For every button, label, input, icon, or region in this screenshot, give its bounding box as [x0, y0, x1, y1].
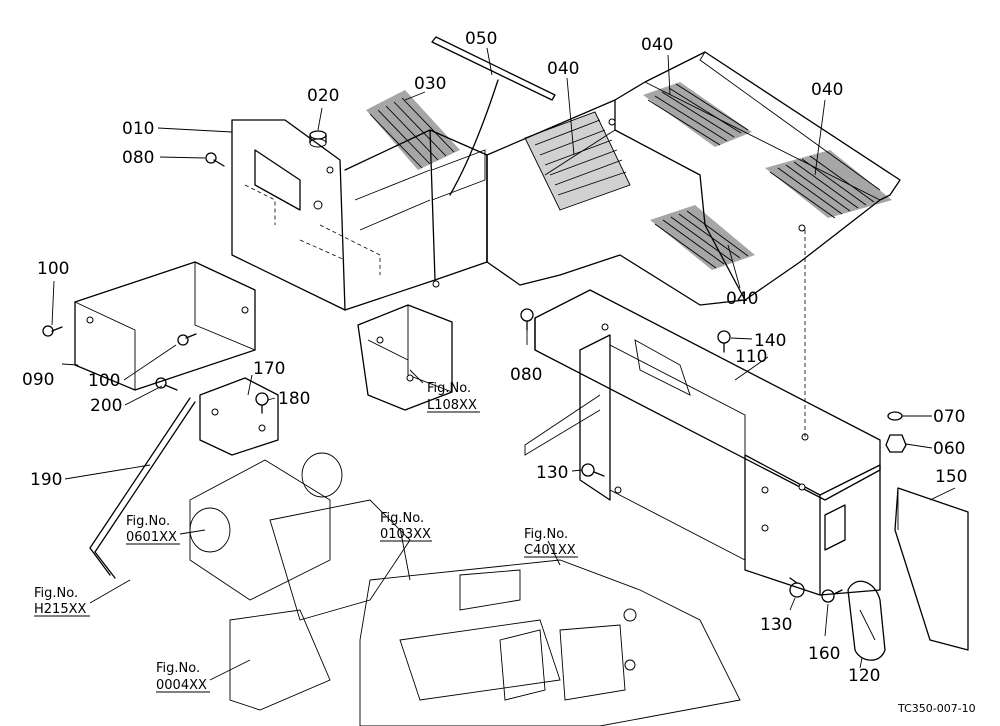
label-060: 060 — [933, 439, 965, 459]
part-030-mat — [366, 90, 460, 170]
part-160-bolt — [821, 589, 843, 603]
part-060-nut — [885, 434, 907, 453]
svg-text:Fig.No.: Fig.No. — [34, 586, 78, 601]
label-190: 190 — [30, 470, 62, 490]
svg-text:0103XX: 0103XX — [380, 527, 431, 542]
label-160: 160 — [808, 644, 840, 664]
part-120-plate — [847, 580, 886, 661]
part-110-frame — [524, 289, 881, 596]
label-200: 200 — [90, 396, 122, 416]
label-080-lower: 080 — [510, 365, 542, 385]
label-150: 150 — [935, 467, 967, 487]
part-050-rod — [431, 36, 556, 196]
fig-ref-0601xx: Fig.No. 0601XX — [126, 514, 180, 545]
anti-slip-mat-center — [524, 111, 631, 211]
part-100-bolt-lower — [177, 333, 197, 346]
label-030: 030 — [414, 74, 446, 94]
part-190-rod — [89, 397, 196, 579]
anti-slip-mat-lower — [650, 205, 755, 270]
part-020-grommet — [309, 130, 327, 148]
label-120: 120 — [848, 666, 880, 686]
fig-ref-l108xx: Fig.No. L108XX — [427, 381, 480, 413]
part-150-plate — [894, 487, 969, 651]
label-090: 090 — [22, 370, 54, 390]
svg-text:Fig.No.: Fig.No. — [156, 661, 200, 676]
fasteners — [42, 130, 907, 603]
label-040-center: 040 — [547, 59, 579, 79]
svg-text:L108XX: L108XX — [427, 398, 477, 413]
svg-text:Fig.No.: Fig.No. — [380, 511, 424, 526]
anti-slip-mat-right — [765, 150, 892, 219]
label-040-right: 040 — [811, 80, 843, 100]
svg-text:0601XX: 0601XX — [126, 530, 177, 545]
fig-ref-0103xx: Fig.No. 0103XX — [380, 511, 432, 542]
label-180: 180 — [278, 389, 310, 409]
svg-text:C401XX: C401XX — [524, 543, 576, 558]
step-plate-assembly — [432, 51, 901, 306]
part-170-bracket — [199, 377, 279, 456]
label-040-top: 040 — [641, 35, 673, 55]
engine-outline — [189, 452, 741, 726]
drawing-code: TC350-007-10 — [897, 702, 976, 715]
part-140-bolt — [717, 330, 731, 353]
label-050: 050 — [465, 29, 497, 49]
label-170: 170 — [253, 359, 285, 379]
label-130-upper: 130 — [536, 463, 568, 483]
anti-slip-mat-top — [643, 82, 752, 147]
part-180-bolt — [255, 392, 269, 414]
label-040-lower: 040 — [726, 289, 758, 309]
label-080-upper: 080 — [122, 148, 154, 168]
label-130-lower: 130 — [760, 615, 792, 635]
label-070: 070 — [933, 407, 965, 427]
leader-lines — [51, 47, 956, 681]
part-200-bolt — [155, 377, 178, 391]
fig-ref-h215xx: Fig.No. H215XX — [34, 586, 90, 617]
label-020: 020 — [307, 86, 339, 106]
part-130-bolt-lower — [789, 577, 805, 598]
part-080-bolt-lower — [520, 308, 534, 331]
part-labels: 010 020 030 040 040 040 040 050 060 070 … — [22, 29, 967, 686]
part-100-bolt-upper — [42, 325, 63, 337]
label-140: 140 — [754, 331, 786, 351]
label-010: 010 — [122, 119, 154, 139]
part-070-washer — [887, 411, 903, 421]
svg-text:Fig.No.: Fig.No. — [524, 527, 568, 542]
fig-ref-c401xx: Fig.No. C401XX — [524, 527, 578, 558]
figure-references: Fig.No. L108XX Fig.No. 0601XX Fig.No. 01… — [34, 381, 578, 693]
svg-text:Fig.No.: Fig.No. — [126, 514, 170, 529]
svg-text:Fig.No.: Fig.No. — [427, 381, 471, 396]
label-100-upper: 100 — [37, 259, 69, 279]
svg-text:H215XX: H215XX — [34, 602, 86, 617]
svg-text:0004XX: 0004XX — [156, 678, 207, 693]
fig-ref-0004xx: Fig.No. 0004XX — [156, 661, 210, 693]
part-080-bolt-upper — [205, 152, 225, 167]
label-110: 110 — [735, 347, 767, 367]
part-130-bolt-upper — [581, 463, 605, 477]
bracket-l108 — [357, 304, 453, 411]
part-010-bracket — [231, 119, 488, 311]
label-100-lower: 100 — [88, 371, 120, 391]
